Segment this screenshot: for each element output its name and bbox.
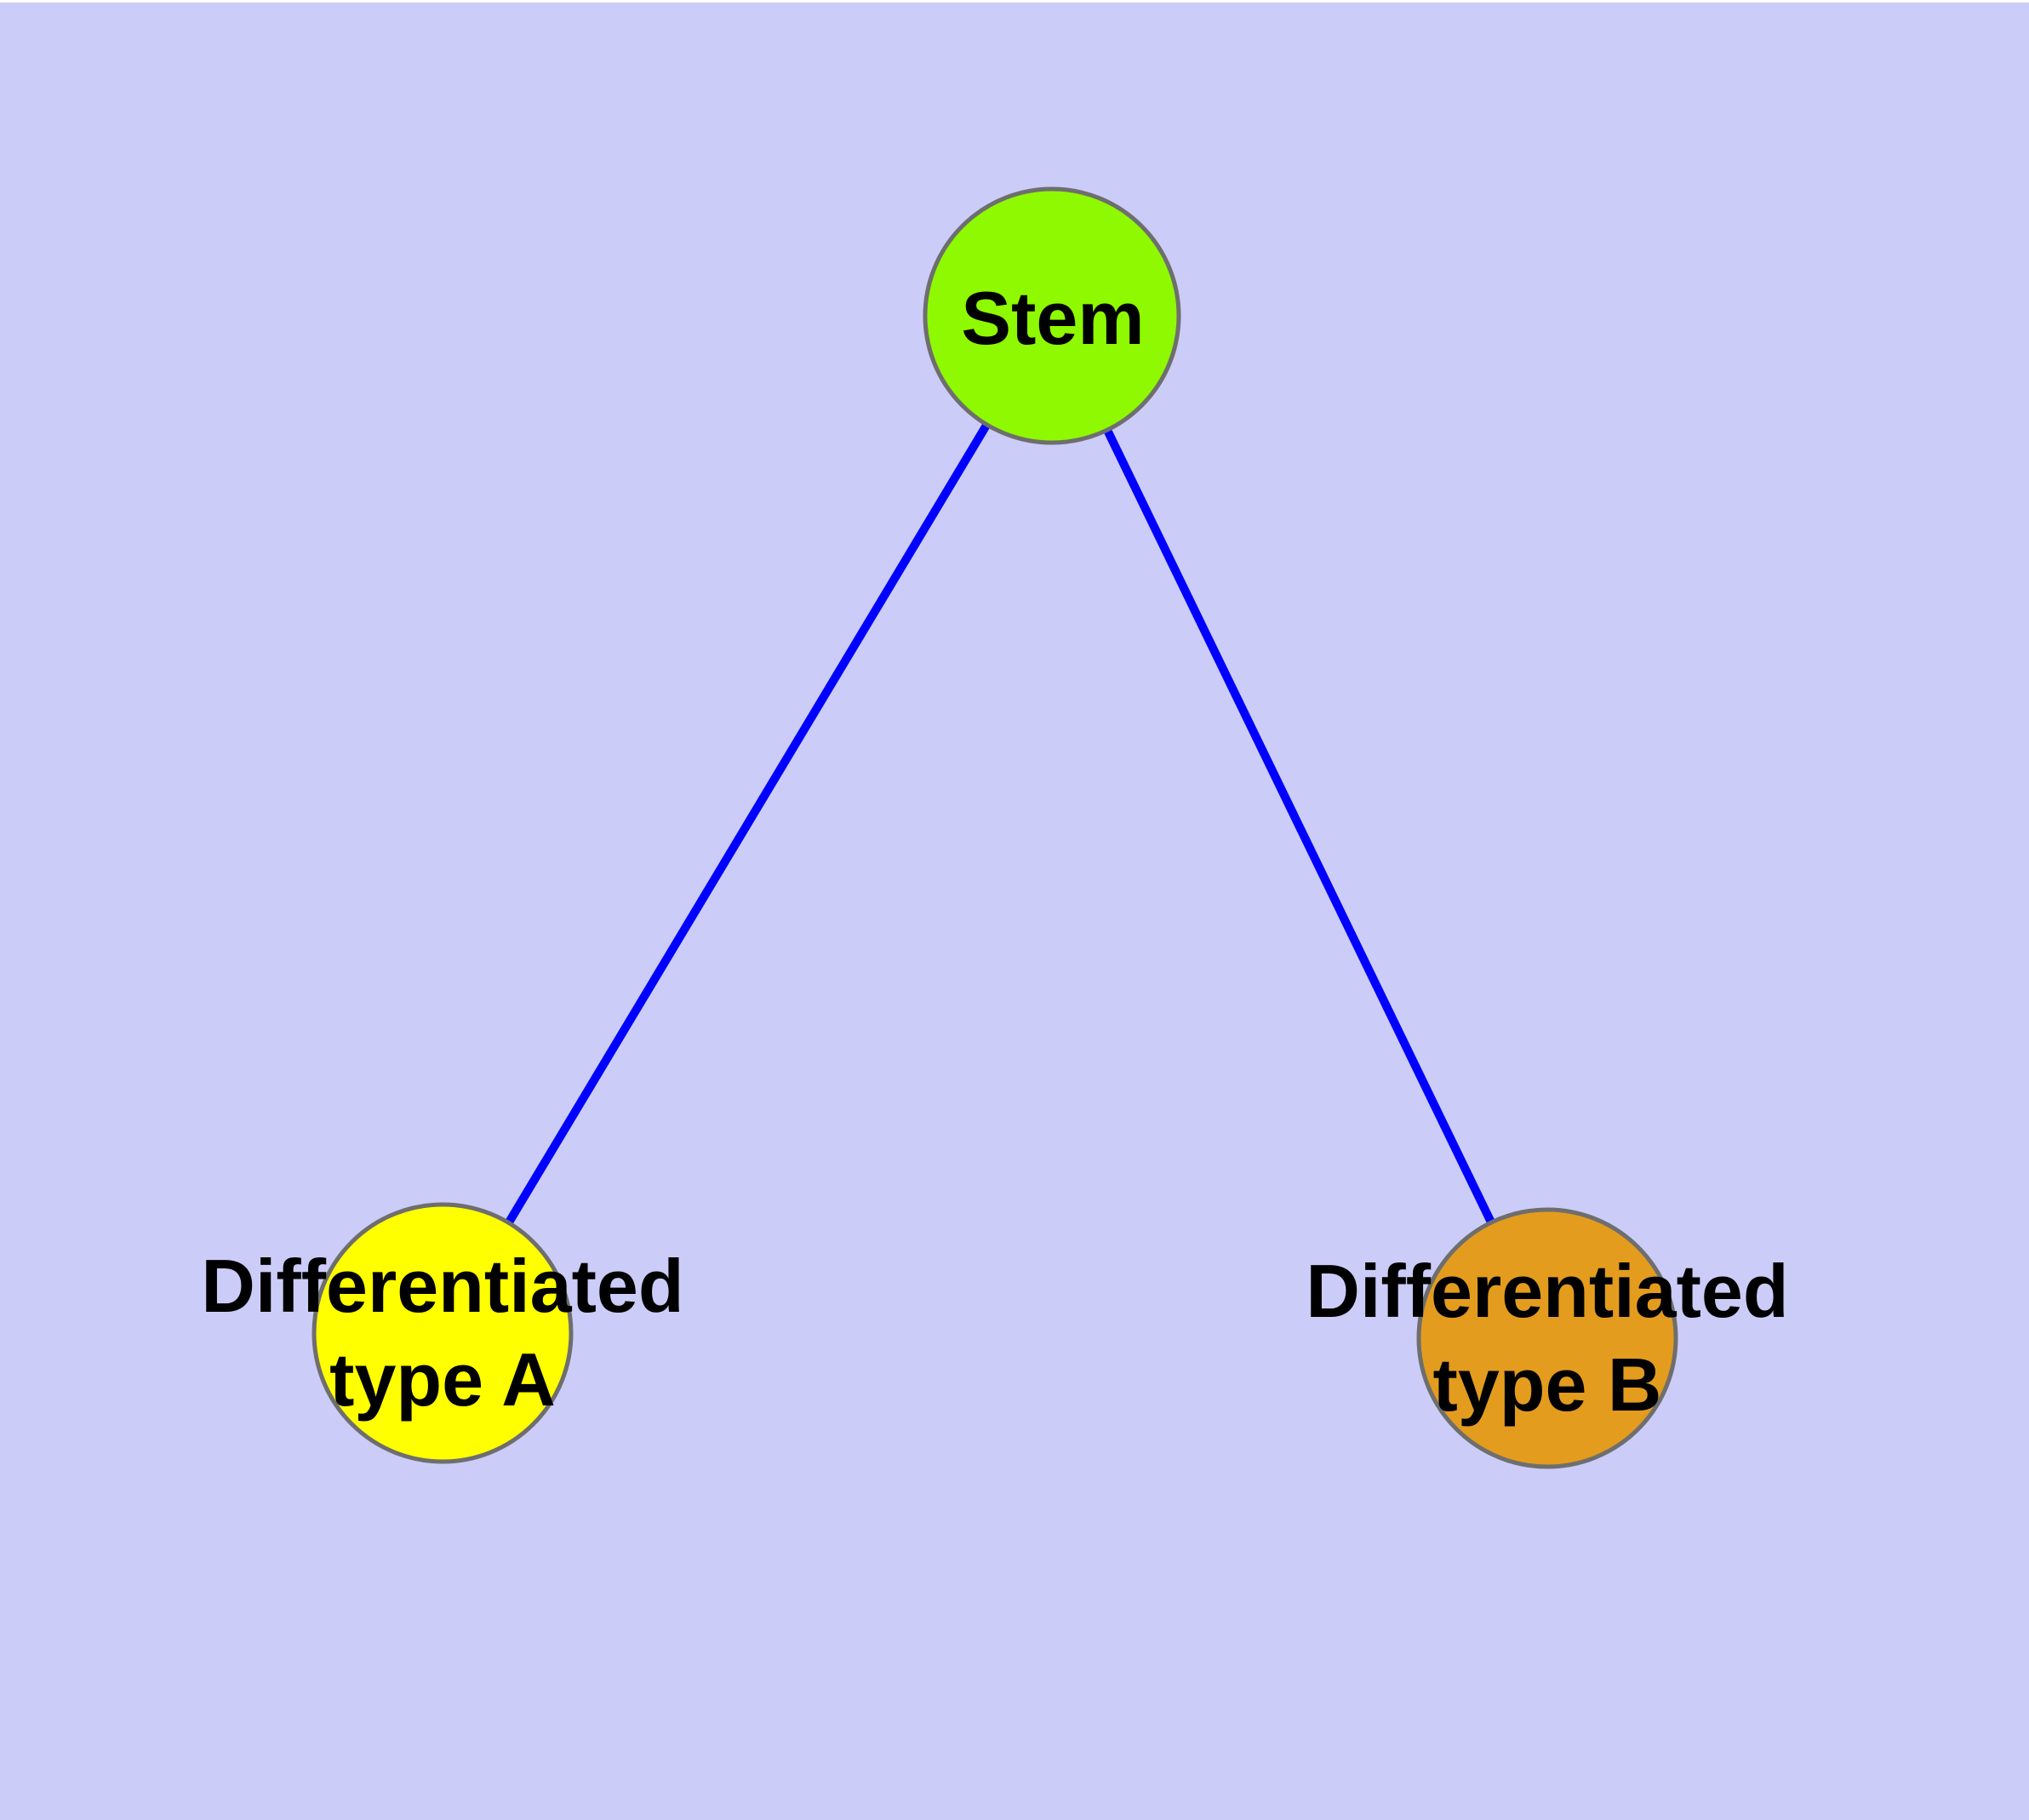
canvas-top-edge — [0, 0, 2029, 3]
edge-stem-to-type-a — [438, 313, 1056, 1336]
node-stem-circle — [923, 186, 1181, 445]
node-differentiated-type-b-circle — [1416, 1207, 1678, 1469]
node-differentiated-type-a-circle — [311, 1202, 574, 1464]
edge-stem-to-type-b — [1048, 313, 1552, 1341]
